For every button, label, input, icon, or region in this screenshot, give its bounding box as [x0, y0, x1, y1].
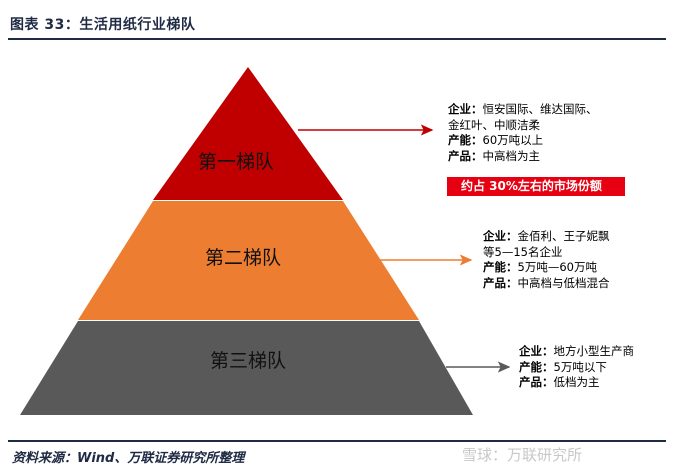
capacity-key: 产能： — [448, 133, 483, 147]
capacity-value: 5万吨—60万吨 — [517, 260, 597, 274]
company-value: 恒安国际、维达国际、 — [482, 102, 598, 116]
top-rule — [8, 38, 666, 40]
product-key: 产品： — [448, 148, 483, 163]
company-key: 企业： — [483, 229, 518, 243]
figure-title: 图表 33：生活用纸行业梯队 — [10, 17, 196, 33]
tier-1-info: 企业：恒安国际、维达国际、 金红叶、中顺洁柔 产能：60万吨以上 产品：中高档为… — [448, 102, 598, 164]
company-key: 企业： — [448, 102, 483, 116]
capacity-key: 产能： — [483, 260, 518, 274]
product-key: 产品： — [519, 375, 554, 389]
bottom-rule — [8, 440, 666, 442]
tier-1-shape — [153, 67, 343, 200]
product-value: 低档为主 — [553, 375, 600, 389]
tier-3-info: 企业：地方小型生产商 产能：5万吨以下 产品：低档为主 — [519, 344, 634, 391]
capacity-value: 60万吨以上 — [482, 133, 544, 147]
tier-2-shape — [78, 201, 419, 320]
tier-2-label: 第二梯队 — [205, 247, 281, 269]
watermark: 雪球：万联研究所 — [462, 446, 583, 464]
capacity-key: 产能： — [519, 359, 554, 374]
market-share-badge: 约占 30%左右的市场份额 — [447, 177, 625, 196]
company-key: 企业： — [519, 344, 554, 358]
capacity-value: 5万吨以下 — [553, 359, 607, 374]
tier-2-info: 企业：金佰利、王子妮飘 等5—15名企业 产能：5万吨—60万吨 产品：中高档与… — [483, 229, 610, 291]
product-value: 中高档与低档混合 — [517, 275, 610, 290]
tier-3-label: 第三梯队 — [210, 350, 286, 372]
company-value: 金佰利、王子妮飘 — [517, 229, 610, 243]
company-value: 地方小型生产商 — [553, 344, 635, 358]
company-value-cont: 等5—15名企业 — [483, 244, 563, 259]
product-value: 中高档为主 — [482, 148, 541, 163]
tier-3-shape — [20, 321, 473, 415]
source-note: 资料来源：Wind、万联证券研究所整理 — [12, 451, 245, 466]
tier-1-label: 第一梯队 — [198, 151, 274, 173]
company-value-cont: 金红叶、中顺洁柔 — [448, 117, 540, 132]
product-key: 产品： — [483, 275, 518, 290]
